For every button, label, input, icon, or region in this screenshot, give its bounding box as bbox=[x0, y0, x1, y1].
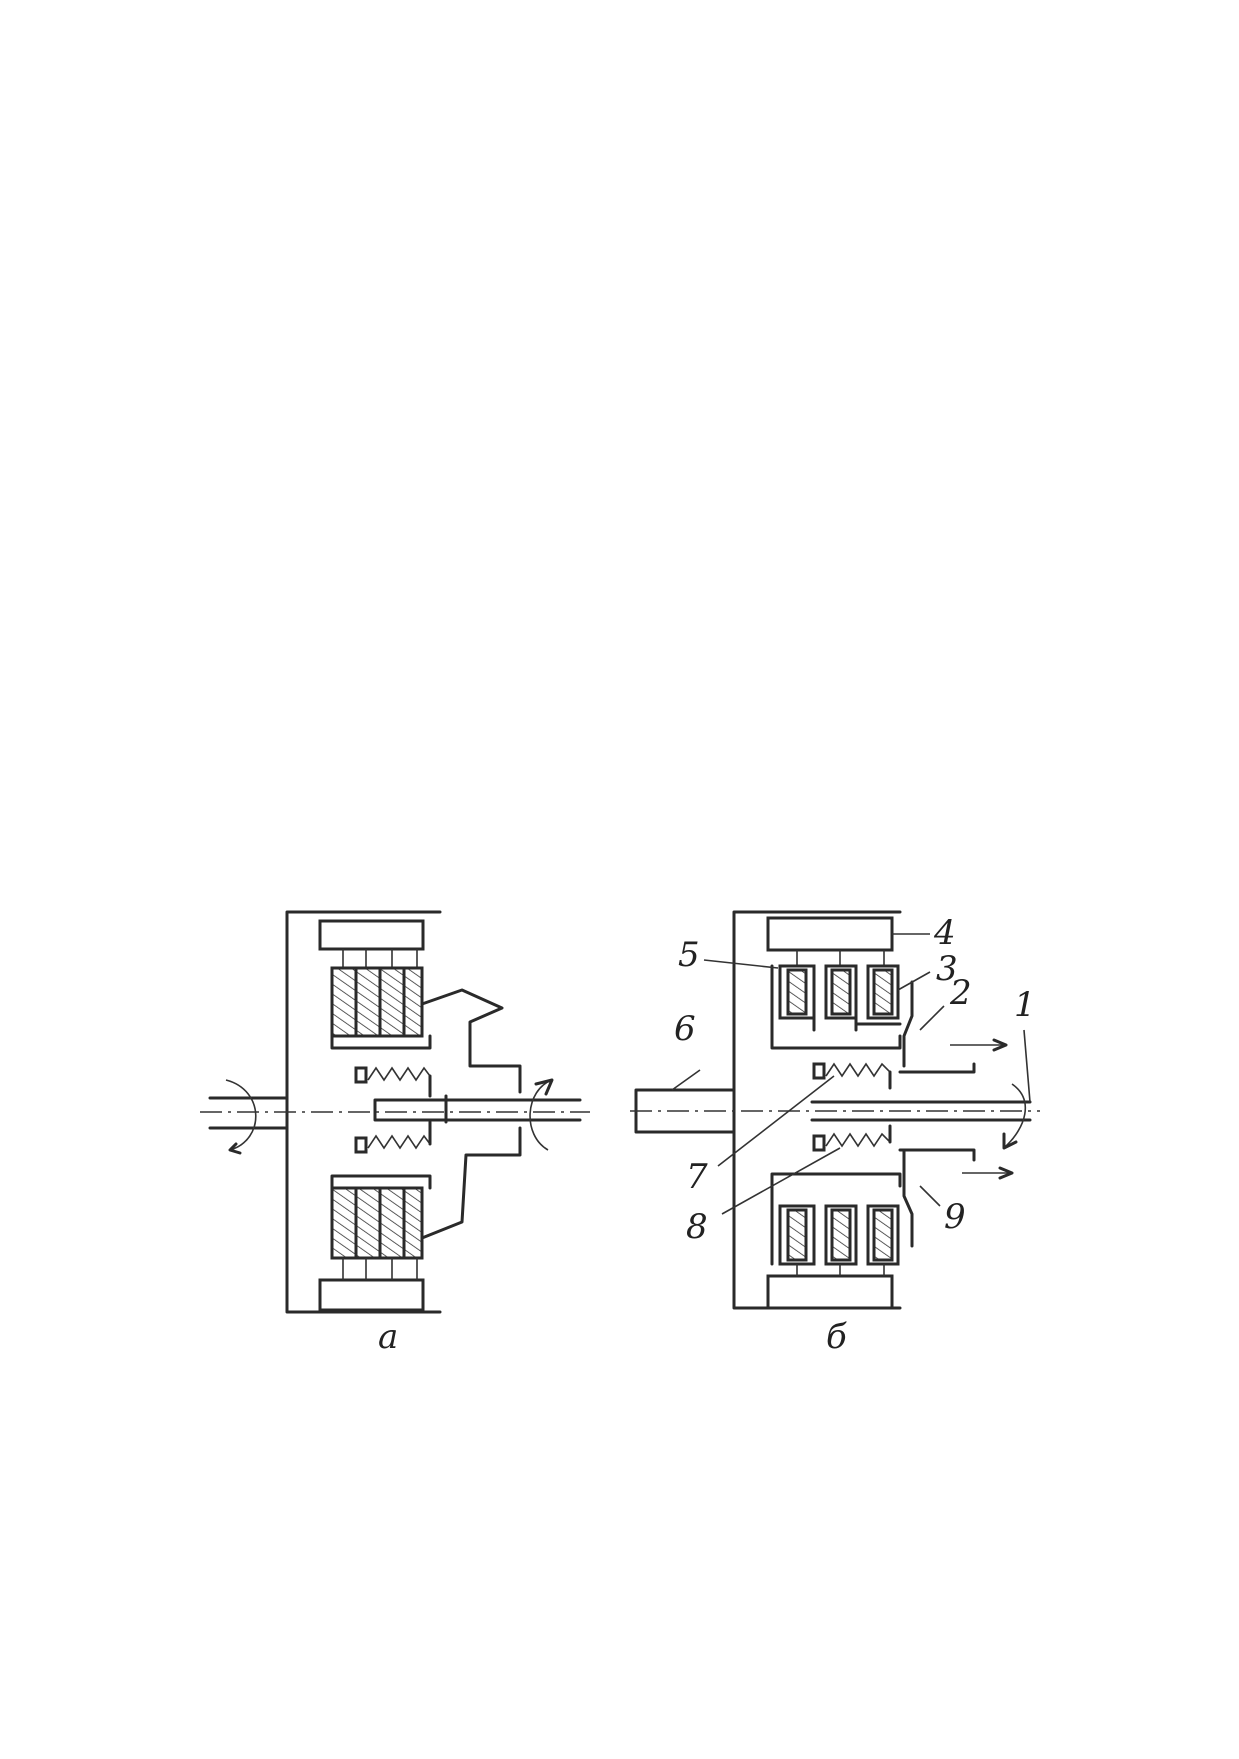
rotation-arrow-in-a bbox=[225, 1079, 257, 1151]
friction-disc-b3 bbox=[872, 968, 894, 1016]
friction-disc-a2 bbox=[354, 966, 382, 1038]
friction-disc-a5 bbox=[330, 1186, 358, 1260]
friction-disc-a1 bbox=[330, 966, 358, 1038]
friction-disc-b2 bbox=[830, 968, 852, 1016]
friction-disc-a7 bbox=[378, 1186, 406, 1260]
friction-disc-a4 bbox=[402, 966, 424, 1038]
housing-a bbox=[285, 910, 442, 1314]
spring-a-bottom bbox=[367, 1134, 431, 1150]
figure-b: 1 2 3 4 5 6 7 8 9 б bbox=[630, 910, 1040, 1357]
friction-disc-b4 bbox=[786, 1208, 808, 1262]
friction-disc-a8 bbox=[402, 1186, 424, 1260]
caption-b: б bbox=[826, 1317, 847, 1357]
spring-cap-a-top bbox=[354, 1066, 368, 1084]
callout-5: 5 bbox=[678, 935, 700, 975]
callout-2: 2 bbox=[949, 973, 972, 1013]
friction-disc-b5 bbox=[830, 1208, 852, 1262]
friction-disc-a6 bbox=[354, 1186, 382, 1260]
callout-4: 4 bbox=[933, 913, 956, 953]
friction-disc-b1 bbox=[786, 968, 808, 1016]
outer-ring-bottom-b bbox=[766, 1274, 894, 1310]
friction-disc-a3 bbox=[378, 966, 406, 1038]
friction-disc-b6 bbox=[872, 1208, 894, 1262]
outer-ring-top-a bbox=[318, 919, 425, 951]
outer-ring-top-b bbox=[766, 916, 894, 952]
figure-a: а bbox=[200, 910, 590, 1357]
rotation-arrow-out-a bbox=[529, 1079, 553, 1151]
callout-8: 8 bbox=[686, 1207, 708, 1247]
input-shaft-a bbox=[208, 1096, 289, 1130]
callout-3: 3 bbox=[936, 949, 958, 989]
spring-b-top bbox=[825, 1062, 891, 1078]
outer-ring-bottom-a bbox=[318, 1278, 425, 1312]
callout-6: 6 bbox=[674, 1009, 696, 1049]
spring-cap-a-bottom bbox=[354, 1136, 368, 1154]
spring-a-top bbox=[367, 1066, 431, 1082]
caption-a: а bbox=[378, 1317, 398, 1357]
output-shaft-a bbox=[373, 1098, 582, 1122]
callout-7: 7 bbox=[686, 1157, 708, 1197]
output-shaft-b bbox=[810, 1100, 1032, 1122]
spring-b-bottom bbox=[825, 1132, 891, 1148]
callout-9: 9 bbox=[944, 1197, 966, 1237]
callout-1: 1 bbox=[1014, 985, 1036, 1025]
